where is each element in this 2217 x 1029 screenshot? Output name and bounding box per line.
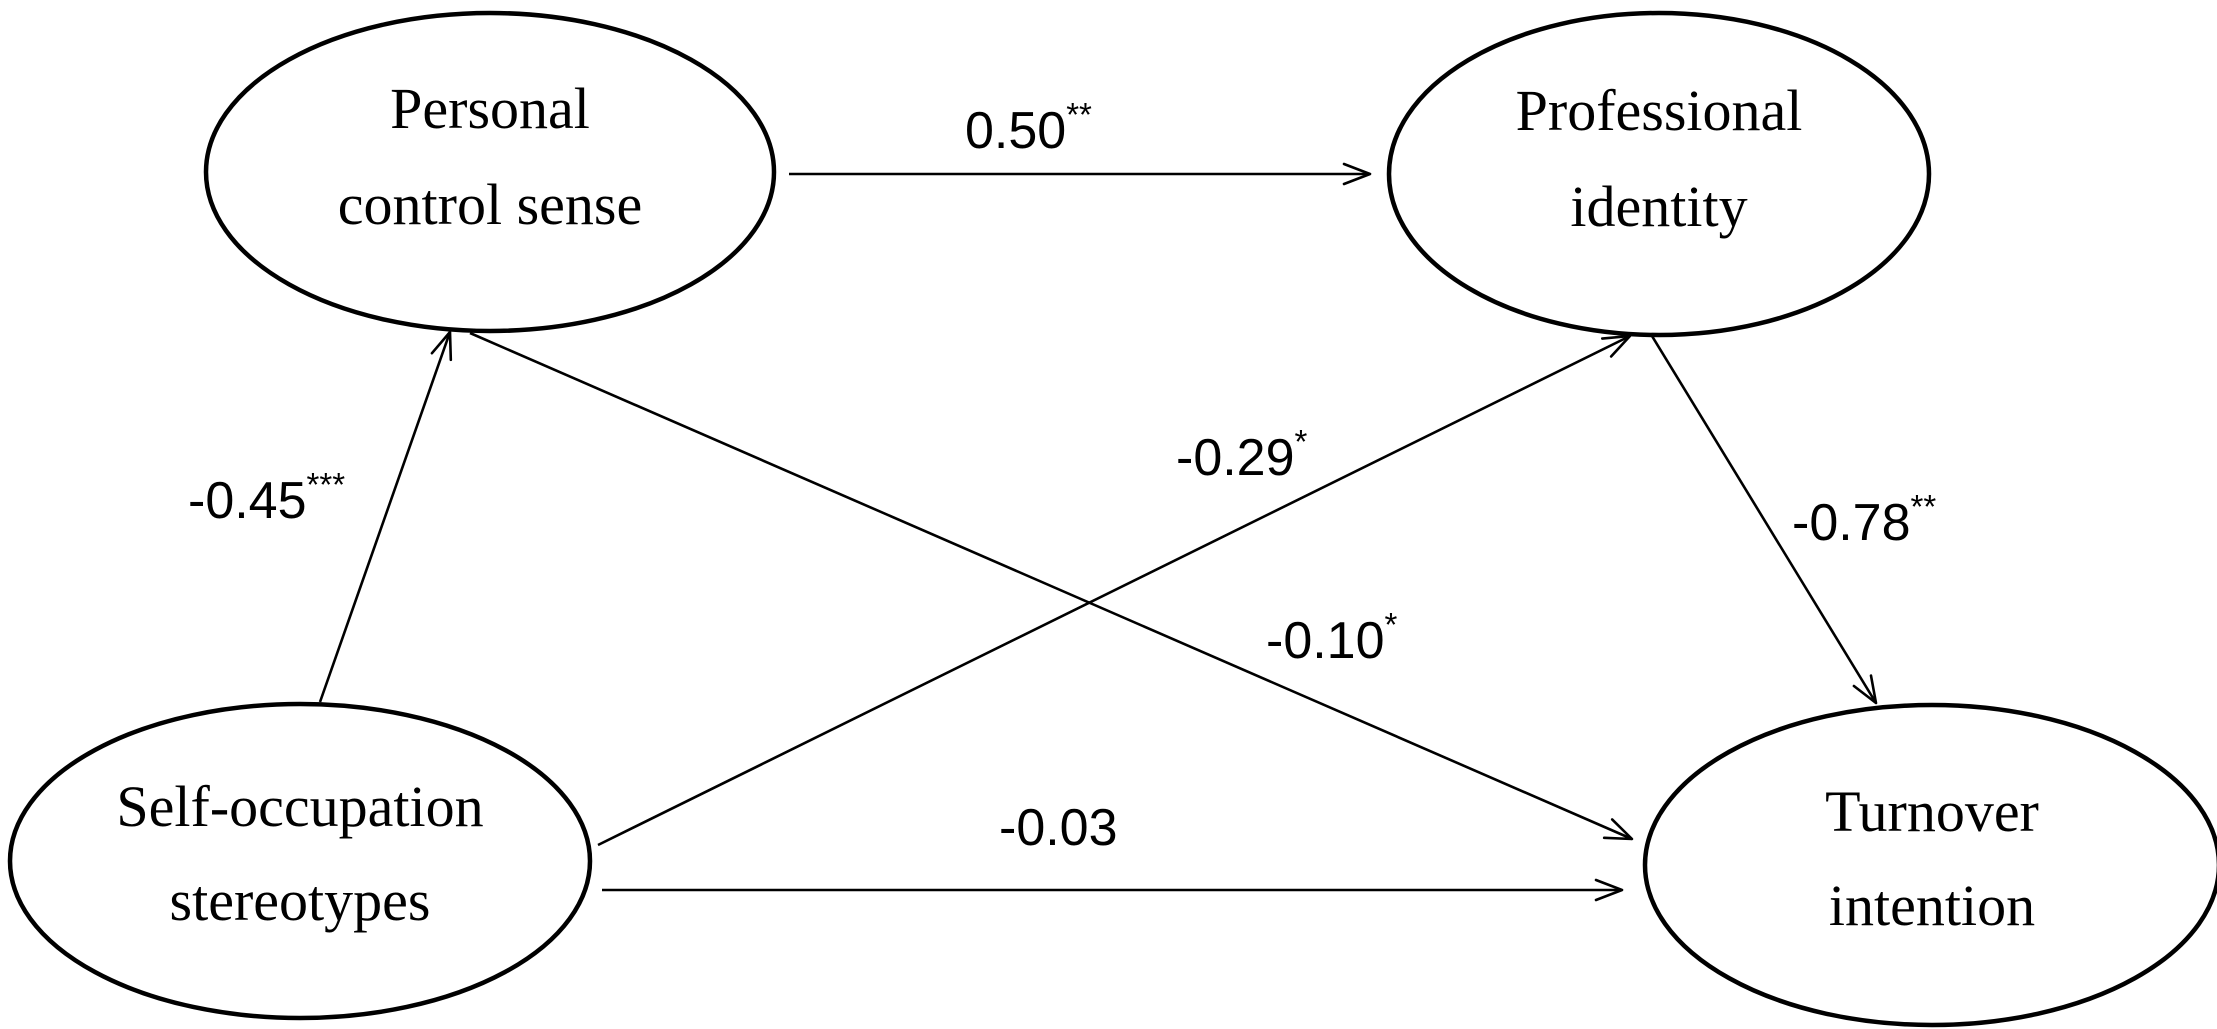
edge-label-personal-to-turnover: -0.10* <box>1266 606 1398 670</box>
node-personal-control-sense: Personal control sense <box>203 10 777 334</box>
edge-coefficient: 0.50 <box>965 102 1066 160</box>
svg-text:identity: identity <box>1570 174 1747 239</box>
edge-label-personal-to-professional: 0.50** <box>965 96 1092 160</box>
edge-significance: * <box>1385 606 1398 643</box>
edge-personal-to-turnover <box>469 331 1634 841</box>
edge-label-self-to-turnover: -0.03 <box>999 799 1118 857</box>
edge-self-to-personal <box>318 330 453 703</box>
edge-coefficient: -0.03 <box>999 799 1118 857</box>
edge-significance: * <box>1295 423 1308 460</box>
node-label-line1: Professional <box>1516 78 1803 143</box>
svg-text:intention: intention <box>1829 873 2035 938</box>
edge-label-self-to-personal: -0.45*** <box>188 466 345 530</box>
edge-professional-to-turnover <box>1650 335 1878 705</box>
node-turnover-intention: Turnover intention <box>1642 702 2217 1028</box>
node-label-line1: Personal <box>390 76 590 141</box>
node-label-line2: control sense <box>338 172 642 237</box>
edge-significance: ** <box>1066 96 1092 133</box>
edge-self-to-professional <box>597 334 1632 847</box>
arrow-self-to-personal <box>318 330 453 703</box>
arrow-self-to-professional <box>597 334 1632 847</box>
node-self-occupation-stereotypes: Self-occupation stereotypes <box>7 701 593 1021</box>
node-ellipse <box>1386 10 1932 338</box>
node-label-line2: identity <box>1570 174 1747 239</box>
arrow-personal-to-turnover <box>469 331 1634 841</box>
edge-significance: *** <box>307 466 346 503</box>
edge-coefficient: -0.29 <box>1176 429 1295 487</box>
node-label-line1: Turnover <box>1825 779 2039 844</box>
node-label-line2: intention <box>1829 873 2035 938</box>
svg-text:Personal: Personal <box>390 76 590 141</box>
node-ellipse <box>1642 702 2217 1028</box>
svg-text:Self-occupation: Self-occupation <box>116 774 483 839</box>
edge-label-self-to-professional: -0.29* <box>1176 423 1308 487</box>
svg-text:Professional: Professional <box>1516 78 1803 143</box>
arrow-professional-to-turnover <box>1650 335 1878 705</box>
svg-text:control sense: control sense <box>338 172 642 237</box>
edge-coefficient: -0.78 <box>1792 494 1911 552</box>
edge-coefficient: -0.45 <box>188 472 307 530</box>
node-ellipse <box>7 701 593 1021</box>
node-professional-identity: Professional identity <box>1386 10 1932 338</box>
node-label-line1: Self-occupation <box>116 774 483 839</box>
edge-coefficient: -0.10 <box>1266 612 1385 670</box>
edge-label-professional-to-turnover: -0.78** <box>1792 488 1936 552</box>
svg-text:stereotypes: stereotypes <box>170 868 431 933</box>
svg-text:Turnover: Turnover <box>1825 779 2039 844</box>
node-label-line2: stereotypes <box>170 868 431 933</box>
node-ellipse <box>203 10 777 334</box>
edge-significance: ** <box>1911 488 1937 525</box>
